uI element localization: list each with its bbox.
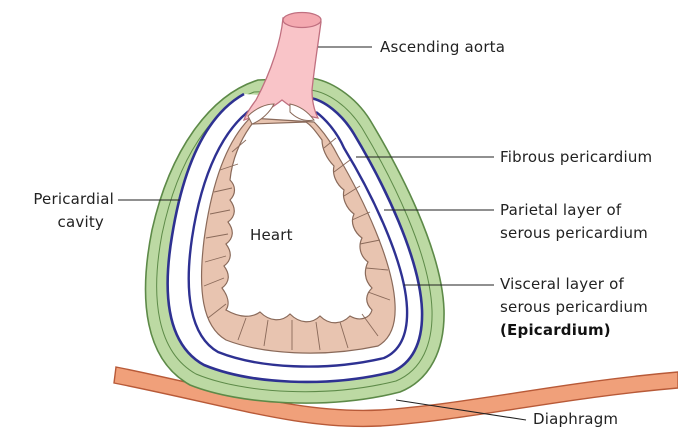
label-epicardium: (Epicardium) [500,319,611,342]
label-parietal-line2: serous pericardium [500,222,648,245]
label-visceral-line1: Visceral layer of [500,273,624,296]
label-pericardial-cavity-line2: cavity [8,211,104,234]
label-diaphragm: Diaphragm [533,408,618,431]
label-parietal-line1: Parietal layer of [500,199,621,222]
label-pericardial-cavity-line1: Pericardial [8,188,114,211]
label-ascending-aorta: Ascending aorta [380,36,505,59]
label-heart: Heart [250,224,293,247]
label-fibrous-pericardium: Fibrous pericardium [500,146,652,169]
aorta-opening [283,13,321,28]
label-visceral-line2: serous pericardium [500,296,648,319]
